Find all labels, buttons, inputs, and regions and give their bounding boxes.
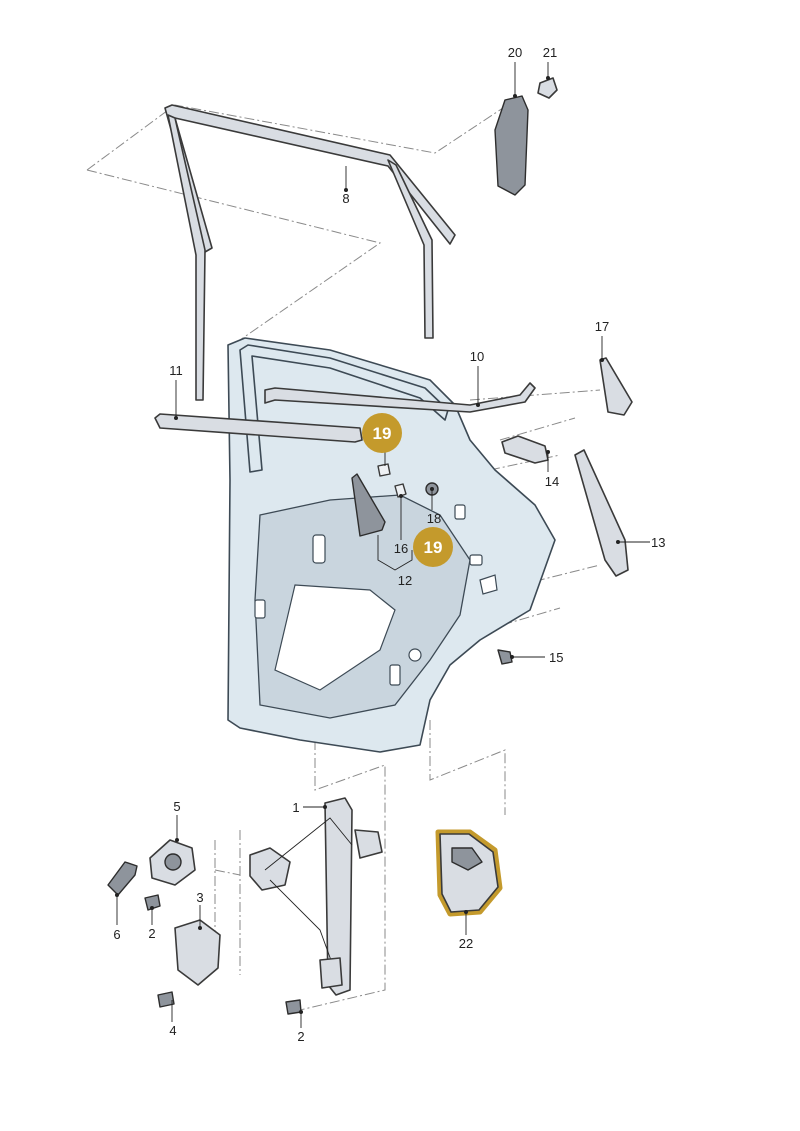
badge-19-upper-text: 19 (373, 424, 392, 443)
label-11: 11 (169, 363, 183, 378)
motor-gear-5 (149, 839, 196, 886)
label-2b: 2 (297, 1029, 304, 1044)
trim-piece-20 (494, 77, 558, 196)
label-17: 17 (595, 319, 609, 334)
handle-6 (107, 861, 138, 896)
motor-3 (174, 919, 221, 986)
label-14: 14 (545, 474, 559, 489)
badge-19-lower-text: 19 (424, 538, 443, 557)
label-10: 10 (470, 349, 484, 364)
triangle-cover (351, 463, 407, 537)
label-1: 1 (292, 800, 299, 815)
screw-15 (497, 649, 513, 665)
guide-rail-13 (574, 449, 629, 577)
screw-4 (157, 991, 175, 1008)
window-frame-seal (164, 104, 456, 401)
label-8: 8 (342, 191, 349, 206)
label-21: 21 (543, 45, 557, 60)
label-15: 15 (549, 650, 563, 665)
corner-trim-17 (599, 357, 633, 416)
label-6: 6 (113, 927, 120, 942)
window-regulator (249, 797, 383, 996)
label-5: 5 (173, 799, 180, 814)
leader-lines (115, 62, 650, 1028)
label-12: 12 (398, 573, 412, 588)
label-13: 13 (651, 535, 665, 550)
label-22: 22 (459, 936, 473, 951)
inner-strip (264, 382, 536, 413)
cover-22-highlighted (435, 829, 503, 917)
label-4: 4 (169, 1023, 176, 1038)
screw-2a (144, 894, 161, 911)
beltline-strip (154, 413, 363, 443)
badge-19-lower: 19 (413, 527, 453, 567)
part-labels: 20 21 8 10 11 17 14 13 15 18 16 12 1 2 5… (113, 45, 665, 1044)
screw-2b (285, 999, 302, 1015)
label-3: 3 (196, 890, 203, 905)
label-18: 18 (427, 511, 441, 526)
badge-19-upper: 19 (362, 413, 402, 453)
label-16: 16 (394, 541, 408, 556)
label-20: 20 (508, 45, 522, 60)
bracket-14 (501, 435, 549, 464)
label-2a: 2 (148, 926, 155, 941)
